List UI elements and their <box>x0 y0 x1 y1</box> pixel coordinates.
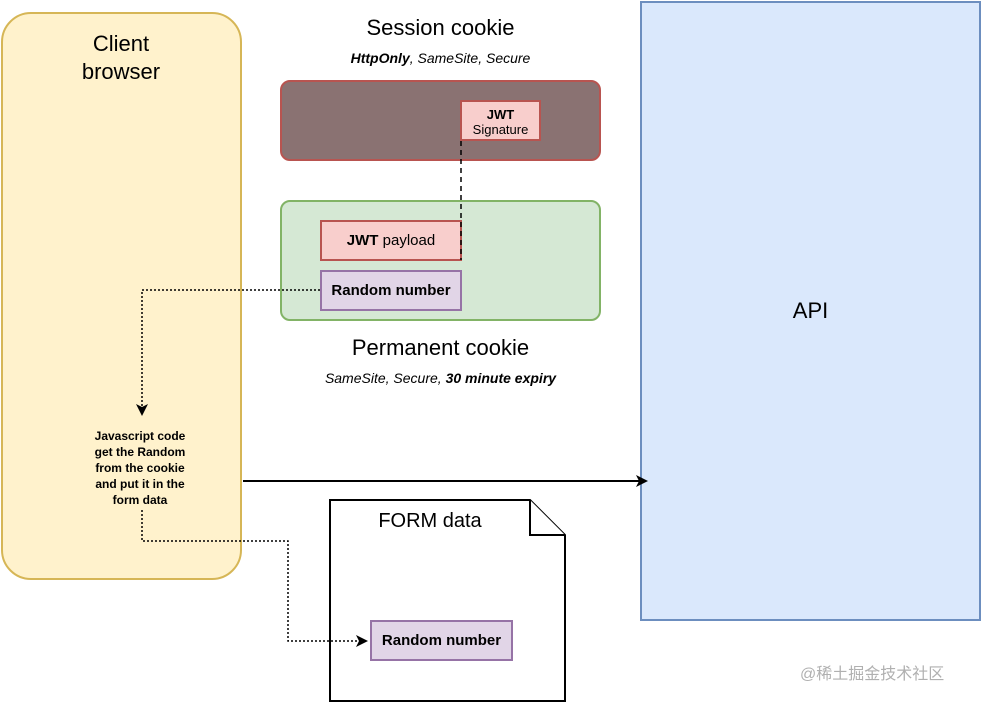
javascript-code-line: form data <box>112 493 168 507</box>
jwt-signature-label: Signature <box>472 122 529 137</box>
permanent-cookie-expiry: 30 minute expiry <box>445 370 557 386</box>
jwt-payload-label: payload <box>378 232 436 249</box>
jwt-signature-box: JWT Signature <box>460 100 541 141</box>
js-to-form-arrow <box>141 510 368 647</box>
form-data-title: FORM data <box>378 510 482 532</box>
session-cookie-httponly: HttpOnly <box>350 50 410 66</box>
client-browser-title-line1: Client <box>92 31 150 56</box>
javascript-code-line: from the cookie <box>95 461 185 475</box>
permanent-cookie-attr-rest: SameSite, Secure, <box>324 370 446 386</box>
cookie-to-js-arrow <box>136 289 320 416</box>
session-cookie-attributes: HttpOnly, SameSite, Secure <box>280 50 601 66</box>
session-cookie-box <box>280 80 601 161</box>
form-random-number: Random number <box>370 620 513 661</box>
session-cookie-title: Session cookie <box>366 15 515 40</box>
watermark: @稀土掘金技术社区 <box>800 666 945 683</box>
api-label: API <box>792 298 829 323</box>
session-cookie-attr-rest: , SameSite, Secure <box>409 50 531 66</box>
permanent-cookie-title: Permanent cookie <box>351 335 530 360</box>
client-browser-title: Client browser <box>0 30 242 86</box>
jwt-payload-jwt: JWT <box>346 232 379 249</box>
client-browser-box <box>1 12 242 580</box>
javascript-code-line: and put it in the <box>95 477 185 491</box>
javascript-code-line: Javascript code <box>94 429 186 443</box>
javascript-code-note: Javascript code get the Random from the … <box>70 428 210 508</box>
client-browser-title-line2: browser <box>81 59 161 84</box>
javascript-code-line: get the Random <box>94 445 186 459</box>
jwt-payload-box: JWT payload <box>320 220 462 261</box>
jwt-signature-jwt: JWT <box>486 107 515 122</box>
form-data-fold <box>529 500 565 536</box>
api-box <box>640 1 981 621</box>
permanent-cookie-attributes: SameSite, Secure, 30 minute expiry <box>280 370 601 386</box>
cookie-random-number: Random number <box>320 270 462 311</box>
